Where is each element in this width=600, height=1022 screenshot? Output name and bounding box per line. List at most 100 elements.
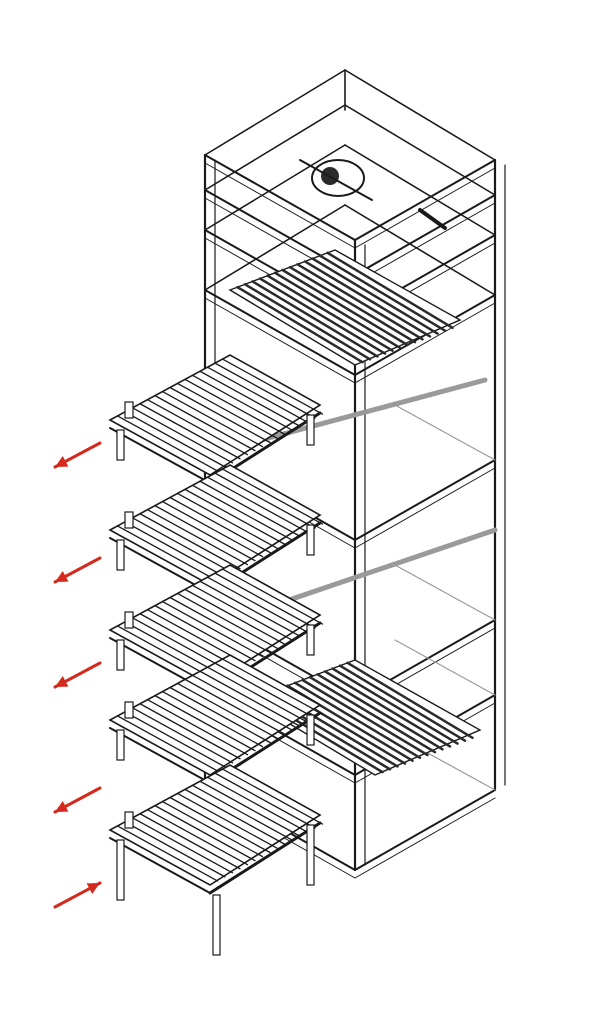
conveyor-bed	[108, 764, 322, 886]
conveyor-roller	[206, 476, 309, 533]
tower-beam	[354, 194, 496, 276]
tower-beam-edge	[354, 797, 496, 879]
conveyor-roller	[131, 707, 234, 764]
conveyor-roller	[124, 521, 226, 578]
conveyor-leg	[306, 714, 315, 746]
conveyor-leg	[306, 414, 315, 446]
conveyor-roller	[199, 370, 301, 427]
tower-beam	[354, 789, 496, 871]
conveyor-leg	[116, 729, 125, 761]
drive-bearing	[418, 208, 447, 230]
conveyor-end-stop	[124, 401, 134, 419]
conveyor-leg	[116, 429, 125, 461]
conveyor-roller	[169, 496, 271, 554]
conveyor-roller	[214, 472, 316, 529]
conveyor-roller	[184, 588, 286, 646]
conveyor-leg	[116, 839, 125, 901]
conveyor-roller	[146, 809, 249, 866]
tower-beam	[354, 159, 496, 241]
conveyor-leg	[212, 894, 221, 956]
conveyor-roller	[184, 788, 286, 846]
conveyor-roller	[161, 690, 264, 748]
tower-beam-edge	[354, 467, 496, 549]
platform-roller	[338, 664, 467, 742]
tower-beam-back	[394, 564, 496, 621]
conveyor-roller	[206, 776, 309, 833]
conveyor-end-stop	[124, 511, 134, 529]
conveyor-side-rail	[109, 727, 211, 784]
arrow-out-icon	[53, 786, 102, 814]
conveyor-roller	[154, 604, 256, 662]
conveyor-roller	[191, 374, 294, 431]
arrow-in-icon	[53, 881, 102, 909]
conveyor-bed	[108, 464, 322, 586]
roller-conveyors	[108, 354, 324, 956]
arrow-out-icon	[53, 661, 102, 689]
conveyor-roller	[221, 468, 324, 525]
platform-roller	[281, 268, 409, 347]
conveyor-roller	[139, 813, 241, 870]
conveyor-roller	[199, 580, 301, 637]
arrow-head	[55, 456, 69, 467]
conveyor-roller	[199, 480, 301, 537]
tower-beam-edge	[204, 162, 356, 249]
motor-shaft	[299, 159, 373, 201]
tower-beam	[344, 69, 496, 161]
platform-roller	[266, 274, 394, 352]
conveyor-roller	[139, 403, 241, 460]
platform-roller	[236, 285, 364, 364]
conveyor-roller	[116, 715, 219, 772]
platform-roller	[311, 257, 439, 335]
conveyor-roller	[214, 362, 316, 419]
conveyor-roller	[176, 792, 279, 850]
tower-beam	[204, 289, 356, 376]
tower-beam-edge	[354, 202, 496, 284]
conveyor-roller	[221, 658, 324, 715]
conveyor-roller	[221, 768, 324, 825]
conveyor-roller	[199, 780, 301, 837]
conveyor-roller	[116, 825, 219, 882]
conveyor-side-rail	[109, 837, 211, 894]
conveyor-roller	[191, 484, 294, 541]
conveyor-roller	[191, 674, 294, 731]
tower-beam	[204, 104, 346, 191]
conveyor-roller	[154, 504, 256, 562]
platform-roller	[303, 260, 432, 338]
conveyor-roller	[139, 513, 241, 570]
conveyor-end-stop	[124, 811, 134, 829]
conveyor-roller	[199, 670, 301, 727]
roller-conveyor-5	[108, 764, 324, 956]
conveyor-roller	[169, 596, 271, 654]
conveyor-roller	[131, 817, 234, 874]
conveyor-leg	[306, 624, 315, 656]
arrow-out-icon	[53, 556, 102, 584]
conveyor-leg	[306, 824, 315, 886]
conveyor-roller	[116, 415, 219, 472]
arrow-head	[55, 801, 69, 812]
arrow-out-icon	[53, 441, 102, 469]
conveyor-bed	[108, 564, 322, 686]
conveyor-end-stop	[124, 611, 134, 629]
conveyor-bed	[108, 654, 322, 776]
tower-beam	[344, 144, 496, 236]
tower-beam	[204, 154, 356, 241]
conveyor-roller	[146, 699, 249, 756]
conveyor-roller	[214, 572, 316, 629]
tower-beam-back	[394, 639, 496, 696]
tower-beam-back	[394, 404, 496, 461]
tower-beam	[204, 69, 346, 156]
flow-arrows	[53, 441, 102, 909]
conveyor-roller	[154, 804, 256, 862]
platform-roller	[293, 681, 422, 760]
conveyor-side-rail	[208, 821, 322, 895]
conveyor-roller	[184, 488, 286, 546]
conveyor-roller	[184, 678, 286, 736]
conveyor-roller	[124, 711, 226, 768]
roller-conveyor-2	[108, 464, 324, 626]
conveyor-roller	[221, 358, 324, 415]
arrow-head	[55, 676, 69, 687]
conveyor-leg	[116, 639, 125, 671]
tower-beam	[344, 104, 496, 196]
conveyor-roller	[131, 407, 234, 464]
conveyor-side-rail	[109, 537, 211, 594]
